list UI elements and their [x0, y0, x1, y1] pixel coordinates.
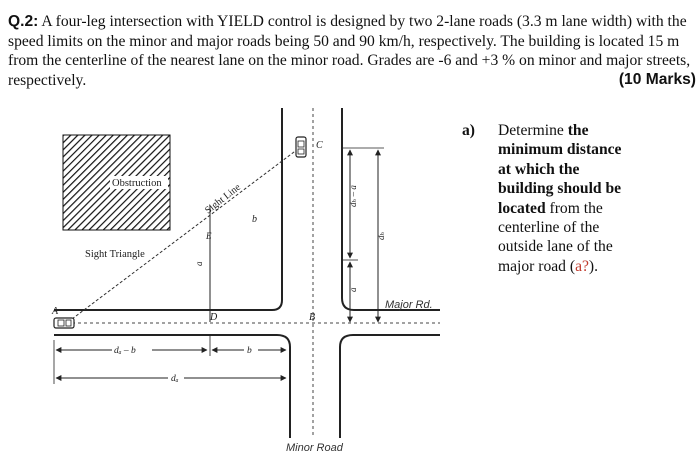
minor-road-upper-right-curb — [341, 108, 440, 311]
dim-b-top-label: b — [252, 214, 257, 225]
major-road-label: Major Rd. — [385, 299, 433, 311]
dim-db-label: dₕ — [376, 232, 386, 241]
point-E-label: E — [205, 231, 212, 241]
dim-db-minus-a-label: dₕ – a — [348, 185, 358, 207]
dim-a-right-label: a — [348, 287, 358, 292]
vehicle-A-icon — [53, 317, 75, 329]
point-B-label: B — [309, 312, 315, 323]
part-a-label: a) — [462, 122, 475, 139]
dim-b-bottom-label: b — [247, 346, 252, 356]
minor-road-upper-left-curb — [54, 108, 283, 311]
part-a-line-1: Determine the — [498, 122, 589, 139]
sight-triangle-label: Sight Triangle — [85, 249, 145, 260]
part-a-line-2: minimum distance — [498, 141, 622, 159]
point-A-label: A — [51, 306, 59, 317]
intersection-diagram: Obstruction A B C D E Sight Line Sight T… — [51, 108, 440, 454]
part-a-line-6: centerline of the — [498, 219, 600, 237]
question-number: Q.2: — [8, 13, 39, 30]
sight-line — [67, 145, 303, 323]
dim-da-label: dₐ — [171, 374, 179, 384]
question-text: A four-leg intersection with YIELD contr… — [8, 13, 691, 89]
part-a-line-3: at which the — [498, 160, 580, 178]
marks-label: (10 Marks) — [618, 71, 696, 88]
question-paragraph: Q.2: A four-leg intersection with YIELD … — [8, 12, 696, 90]
sight-line-label: Sight Line — [203, 182, 243, 217]
vehicle-C-icon — [295, 136, 307, 158]
part-a-line-5: located from the — [498, 199, 603, 217]
minor-road-label: Minor Road — [286, 442, 344, 454]
point-D-label: D — [209, 312, 218, 323]
part-a-line-8: major road (a?). — [498, 257, 599, 275]
dim-a-vertical-label: a — [194, 261, 204, 266]
point-C-label: C — [316, 140, 323, 151]
part-a-line-4: building should be — [498, 180, 622, 198]
obstruction-label: Obstruction — [112, 178, 162, 189]
minor-road-lower-right-curb — [339, 334, 440, 438]
minor-road-lower-left-curb — [54, 334, 291, 438]
part-a-text: Determine the minimum distance at which … — [498, 121, 688, 276]
part-a-line-7: outside lane of the — [498, 238, 613, 256]
dim-da-minus-b-label: dₐ – b — [114, 346, 136, 356]
